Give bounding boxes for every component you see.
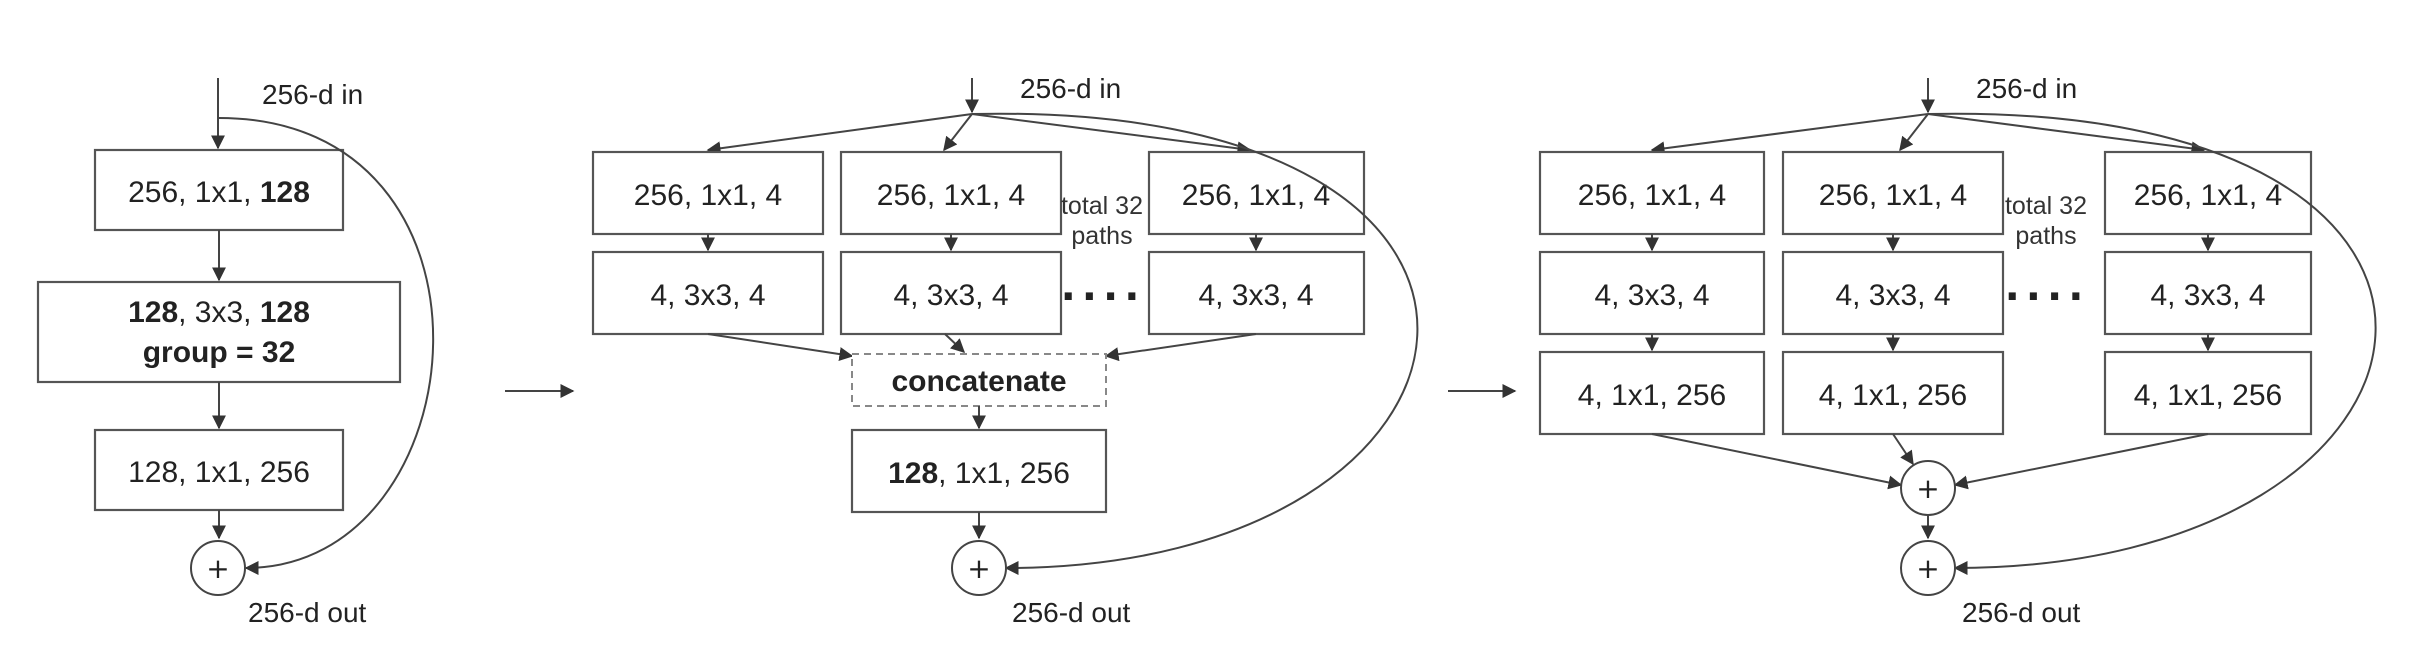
panel-b-total-paths-line2: paths bbox=[1071, 222, 1132, 250]
panel-c-input-label: 256-d in bbox=[1976, 73, 2077, 104]
panel-a-conv2-label: 128, 3x3, 128 bbox=[128, 296, 310, 329]
panel-b-concat-label: concatenate bbox=[891, 365, 1066, 398]
panel-c-path3-conv2-box bbox=[2103, 250, 2313, 336]
panel-b-fan-mid bbox=[943, 113, 973, 152]
panel-c-path2-conv2-label: 4, 3x3, 4 bbox=[1835, 279, 1950, 312]
panel-b-merge-right bbox=[1104, 333, 1257, 362]
panel-c-total-paths-line2: paths bbox=[2015, 222, 2076, 250]
panel-b-path1-conv1-label: 256, 1x1, 4 bbox=[634, 179, 782, 212]
panel-a-conv1-label: 256, 1x1, 128 bbox=[128, 176, 310, 209]
panel-b-path2-conv2-box bbox=[839, 250, 1063, 336]
panel-c-aggregate-plus-sign: + bbox=[1916, 472, 1939, 505]
panel-b-final-conv-box bbox=[850, 428, 1108, 514]
panel-a-add-node bbox=[190, 540, 246, 596]
panel-b-path3-conv1-label: 256, 1x1, 4 bbox=[1182, 179, 1330, 212]
panel-a-output-label: 256-d out bbox=[248, 597, 367, 628]
panel-b-concat-box bbox=[851, 353, 1107, 407]
panel-b-final-conv-label: 128, 1x1, 256 bbox=[888, 457, 1070, 490]
panel-b-add-node bbox=[951, 540, 1007, 596]
panel-b-path1-conv1-box bbox=[591, 150, 825, 236]
panel-b-output-label: 256-d out bbox=[1012, 597, 1131, 628]
panel-c-path2-conv1-label: 256, 1x1, 4 bbox=[1819, 179, 1967, 212]
panel-b-ellipsis: .... bbox=[1061, 264, 1146, 310]
panel-c-merge-left bbox=[1651, 433, 1903, 490]
panel-a-conv2-box bbox=[36, 280, 402, 384]
panel-c-path3-conv3-label: 4, 1x1, 256 bbox=[2134, 379, 2282, 412]
panel-a-plus-sign: + bbox=[206, 552, 229, 585]
panel-b-fan-left bbox=[706, 113, 973, 156]
panel-b-fan-right bbox=[971, 113, 1252, 156]
panel-c-ellipsis: .... bbox=[2005, 264, 2090, 310]
panel-a: 256-d in 256, 1x1, 128 128, 3x3, 128 gro… bbox=[36, 78, 435, 628]
panel-c-output-label: 256-d out bbox=[1962, 597, 2081, 628]
panel-c-path3-conv1-label: 256, 1x1, 4 bbox=[2134, 179, 2282, 212]
panel-b: 256-d in 256, 1x1, 4 4, 3x3, 4 256, 1x1,… bbox=[591, 73, 1419, 628]
panel-b-shortcut bbox=[971, 112, 1419, 575]
panel-b-path3-conv1-box bbox=[1147, 150, 1366, 236]
panel-c-residual-add-node bbox=[1900, 540, 1956, 596]
panel-a-conv3-box bbox=[93, 428, 345, 512]
panel-c-fan-right bbox=[1927, 113, 2206, 156]
panel-c-path2-conv3-box bbox=[1781, 350, 2005, 436]
panel-b-path3-conv2-box bbox=[1147, 250, 1366, 336]
panel-c-path1-conv2-box bbox=[1538, 250, 1766, 336]
panel-c-path1-conv3-box bbox=[1538, 350, 1766, 436]
panel-c-path1-conv3-label: 4, 1x1, 256 bbox=[1578, 379, 1726, 412]
panel-b-input-label: 256-d in bbox=[1020, 73, 1121, 104]
panel-c-path2-conv3-label: 4, 1x1, 256 bbox=[1819, 379, 1967, 412]
panel-c-path3-conv2-label: 4, 3x3, 4 bbox=[2150, 279, 2265, 312]
panel-b-plus-sign: + bbox=[967, 552, 990, 585]
panel-b-path1-conv2-label: 4, 3x3, 4 bbox=[650, 279, 765, 312]
panel-b-path3-conv2-label: 4, 3x3, 4 bbox=[1198, 279, 1313, 312]
panel-a-conv3-label: 128, 1x1, 256 bbox=[128, 456, 310, 489]
panel-a-shortcut bbox=[218, 117, 435, 575]
panel-c: 256-d in 256, 1x1, 4 4, 3x3, 4 4, 1x1, 2… bbox=[1538, 73, 2377, 628]
panel-b-merge-mid bbox=[944, 333, 966, 353]
panel-c-merge-mid bbox=[1892, 433, 1914, 466]
panel-c-total-paths-line1: total 32 bbox=[2005, 192, 2087, 220]
panel-b-merge-left bbox=[707, 333, 854, 362]
panel-b-total-paths-line1: total 32 bbox=[1061, 192, 1143, 220]
panel-c-path1-conv2-label: 4, 3x3, 4 bbox=[1594, 279, 1709, 312]
panel-c-fan-left bbox=[1650, 113, 1929, 156]
panel-a-input-label: 256-d in bbox=[262, 79, 363, 110]
panel-c-shortcut bbox=[1927, 112, 2377, 575]
panel-c-fan-mid bbox=[1899, 113, 1929, 152]
panel-c-merge-right bbox=[1953, 433, 2209, 490]
panel-c-residual-plus-sign: + bbox=[1916, 552, 1939, 585]
panel-c-path1-conv1-label: 256, 1x1, 4 bbox=[1578, 179, 1726, 212]
panel-b-path2-conv1-label: 256, 1x1, 4 bbox=[877, 179, 1025, 212]
panel-b-path2-conv2-label: 4, 3x3, 4 bbox=[893, 279, 1008, 312]
panel-c-path2-conv1-box bbox=[1781, 150, 2005, 236]
panel-a-conv2-group-label: group = 32 bbox=[143, 336, 296, 369]
